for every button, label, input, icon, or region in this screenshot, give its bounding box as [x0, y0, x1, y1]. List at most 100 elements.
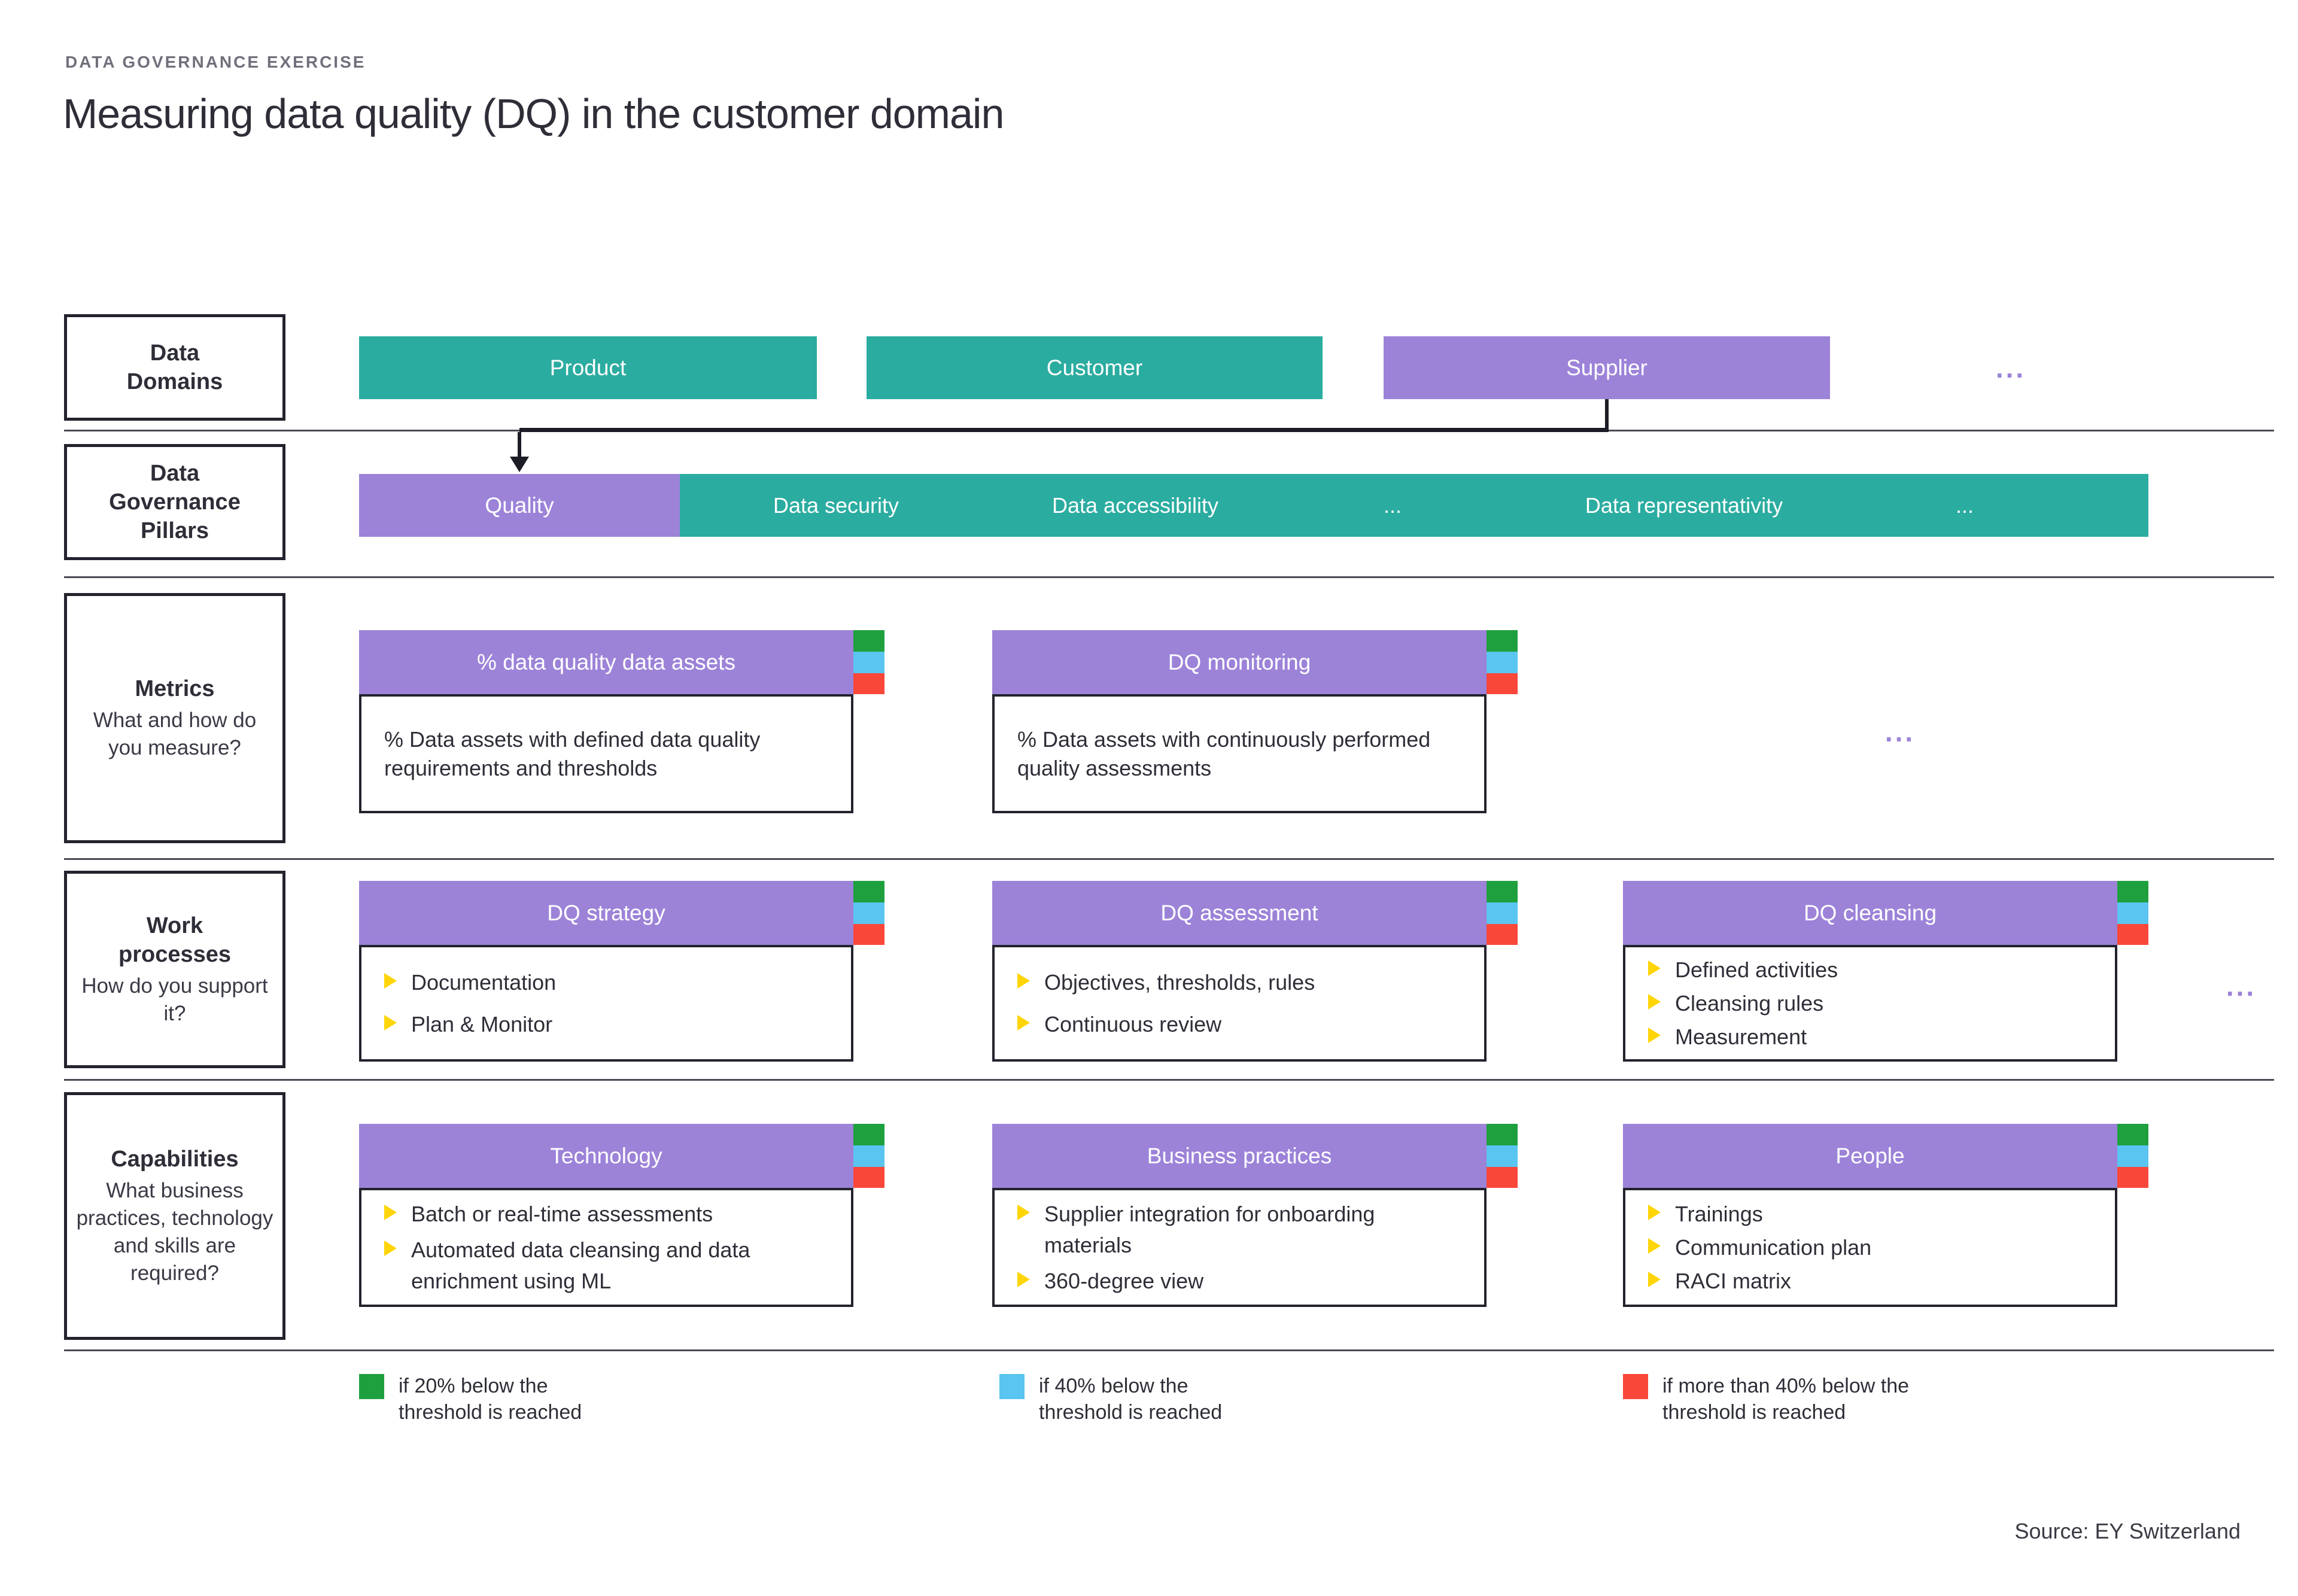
- page-title: Measuring data quality (DQ) in the custo…: [63, 90, 1004, 137]
- label-capabilities: Capabilities: [111, 1147, 239, 1172]
- card-title: People: [1835, 1143, 1905, 1168]
- label-box-metrics: Metrics What and how do you measure?: [64, 593, 285, 843]
- bullet-item: Objectives, thresholds, rules: [1017, 967, 1461, 998]
- bullet-triangle-icon: [1648, 1271, 1661, 1287]
- threshold-indicator: [1487, 881, 1518, 945]
- threshold-20-icon: [1487, 881, 1518, 902]
- arrow-down-icon: [510, 457, 529, 472]
- metric-card-dq-monitoring: DQ monitoring % Data assets with continu…: [992, 630, 1518, 813]
- threshold-40-icon: [853, 1145, 884, 1167]
- work-more-ellipsis: ...: [2226, 970, 2257, 1002]
- domain-bar-product: Product: [359, 336, 817, 399]
- threshold-indicator: [853, 630, 884, 694]
- threshold-40-icon: [853, 902, 884, 924]
- threshold-20-icon: [853, 630, 884, 652]
- row-separator: [64, 576, 2274, 578]
- legend-green-swatch-icon: [359, 1374, 384, 1399]
- domain-label: Product: [549, 355, 627, 380]
- connector-line-horizontal: [519, 428, 1609, 432]
- work-card-dq-assessment: DQ assessment Objectives, thresholds, ru…: [992, 881, 1518, 1062]
- bullet-item: Automated data cleansing and data enrich…: [384, 1235, 828, 1297]
- bullet-item: Continuous review: [1017, 1009, 1461, 1040]
- capability-card-people: People Trainings Communication plan RACI…: [1623, 1124, 2148, 1307]
- bullet-triangle-icon: [1648, 1238, 1661, 1254]
- card-title: DQ cleansing: [1803, 900, 1937, 925]
- bullet-item: Supplier integration for onboarding mate…: [1017, 1199, 1461, 1261]
- bullet-triangle-icon: [384, 1204, 397, 1220]
- domain-label: Supplier: [1566, 355, 1647, 380]
- pillar-label-data-representativity: Data representativity: [1585, 493, 1783, 518]
- label-box-capabilities: Capabilities What business practices, te…: [64, 1092, 285, 1340]
- bullet-item: Trainings: [1648, 1199, 2092, 1230]
- card-header: DQ monitoring: [992, 630, 1518, 694]
- bullet-triangle-icon: [384, 1014, 397, 1030]
- threshold-over-40-icon: [2117, 1167, 2148, 1188]
- card-header: DQ assessment: [992, 881, 1518, 945]
- bullet-item: Communication plan: [1648, 1232, 2092, 1263]
- work-card-dq-cleansing: DQ cleansing Defined activities Cleansin…: [1623, 881, 2148, 1062]
- question-capabilities: What business practices, technology and …: [76, 1179, 273, 1285]
- bullet-triangle-icon: [1648, 993, 1661, 1010]
- threshold-40-icon: [2117, 1145, 2148, 1167]
- card-title: DQ assessment: [1160, 900, 1318, 925]
- bullet-triangle-icon: [384, 972, 397, 989]
- card-header: DQ strategy: [359, 881, 884, 945]
- card-header: People: [1623, 1124, 2148, 1188]
- domain-bar-supplier: Supplier: [1384, 336, 1830, 399]
- domain-label: Customer: [1046, 355, 1143, 380]
- bullet-triangle-icon: [1017, 1014, 1030, 1030]
- threshold-20-icon: [2117, 1124, 2148, 1145]
- bullet-triangle-icon: [384, 1240, 397, 1256]
- question-metrics: What and how do you measure?: [93, 709, 257, 759]
- threshold-40-icon: [853, 652, 884, 673]
- legend-red-swatch-icon: [1623, 1374, 1648, 1399]
- label-metrics: Metrics: [135, 676, 215, 701]
- card-title: Technology: [550, 1143, 662, 1168]
- threshold-over-40-icon: [1487, 1167, 1518, 1188]
- threshold-40-icon: [1487, 1145, 1518, 1167]
- bullet-triangle-icon: [1017, 1204, 1030, 1220]
- source-credit: Source: EY Switzerland: [2014, 1519, 2241, 1543]
- threshold-over-40-icon: [1487, 673, 1518, 694]
- domain-bar-customer: Customer: [867, 336, 1323, 399]
- threshold-over-40-icon: [1487, 924, 1518, 945]
- threshold-20-icon: [1487, 630, 1518, 652]
- card-title: Business practices: [1147, 1143, 1332, 1168]
- threshold-over-40-icon: [2117, 924, 2148, 945]
- bullet-item: RACI matrix: [1648, 1266, 2092, 1297]
- card-header: DQ cleansing: [1623, 881, 2148, 945]
- row-separator: [64, 858, 2274, 860]
- metric-card-data-quality-assets: % data quality data assets % Data assets…: [359, 630, 884, 813]
- bullet-item: Cleansing rules: [1648, 988, 2092, 1019]
- pillar-label-quality: Quality: [485, 493, 554, 518]
- legend-text: if 40% below the threshold is reached: [1039, 1375, 1223, 1424]
- bullet-item: Defined activities: [1648, 954, 2092, 986]
- threshold-20-icon: [1487, 1124, 1518, 1145]
- pillar-label-data-security: Data security: [773, 493, 899, 518]
- legend-text: if more than 40% below the threshold is …: [1662, 1375, 1910, 1424]
- row-separator: [64, 1349, 2274, 1351]
- legend-item-over-40-percent: if more than 40% below the threshold is …: [1623, 1373, 1934, 1425]
- pillar-more-ellipsis: ...: [1955, 493, 1974, 518]
- pillar-label-data-accessibility: Data accessibility: [1051, 493, 1219, 518]
- work-card-dq-strategy: DQ strategy Documentation Plan & Monitor: [359, 881, 884, 1062]
- card-header: Business practices: [992, 1124, 1518, 1188]
- capability-card-business-practices: Business practices Supplier integration …: [992, 1124, 1518, 1307]
- bullet-triangle-icon: [1017, 1271, 1030, 1287]
- threshold-20-icon: [853, 1124, 884, 1145]
- bullet-triangle-icon: [1017, 972, 1030, 989]
- bullet-item: Documentation: [384, 967, 828, 998]
- card-header: Technology: [359, 1124, 884, 1188]
- arrow-stem: [518, 432, 521, 458]
- bullet-item: Measurement: [1648, 1022, 2092, 1053]
- bullet-triangle-icon: [1648, 960, 1661, 976]
- capability-card-technology: Technology Batch or real-time assessment…: [359, 1124, 884, 1307]
- card-title: % data quality data assets: [477, 649, 735, 674]
- pillar-segment-quality: Quality: [359, 474, 680, 537]
- bullet-item: Plan & Monitor: [384, 1009, 828, 1040]
- bullet-item: 360-degree view: [1017, 1266, 1461, 1297]
- bullet-item: Batch or real-time assessments: [384, 1199, 828, 1230]
